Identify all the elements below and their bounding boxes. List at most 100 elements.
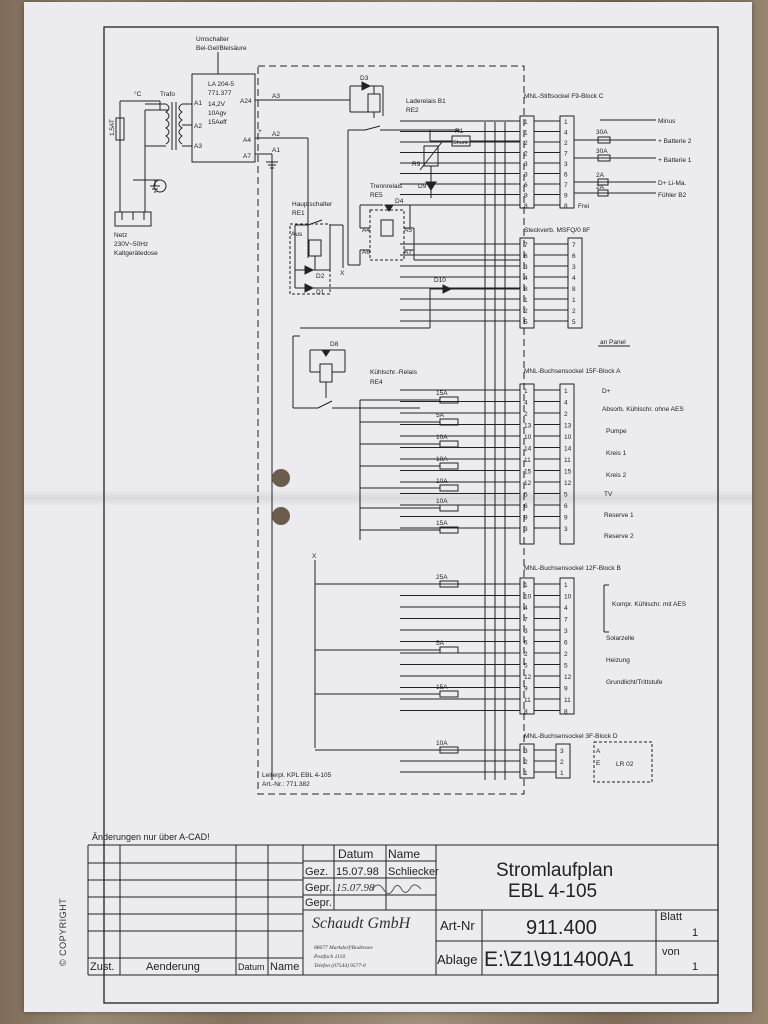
block_b-pin-left-4: 3 — [524, 628, 528, 635]
block-b-fuse-0-label: 25A — [436, 574, 448, 581]
x-marker: X — [340, 270, 345, 277]
trennrelais-coil — [380, 219, 394, 237]
block-b-fuse-1-label: 5A — [436, 640, 445, 647]
col-datum: Datum — [338, 847, 373, 861]
block_bf-pin-left-1: 6 — [524, 253, 528, 260]
deg-c-label: °C — [134, 90, 142, 98]
block_a-pin-left-1: 4 — [524, 400, 528, 407]
block-b-x: X — [312, 553, 317, 560]
art-nr-label: Art-Nr — [440, 918, 475, 933]
block_b-pin-left-6: 2 — [524, 651, 528, 658]
block_c-pin-right-1: 4 — [564, 130, 568, 137]
block-a-fuse-0 — [439, 396, 459, 404]
art-nr-value: 911.400 — [526, 917, 597, 939]
block_a-pin-left-4: 10 — [524, 434, 532, 441]
block_a-pin-right-5: 14 — [564, 446, 572, 453]
block_b-pin-right-0: 1 — [564, 582, 568, 589]
block_c-pin-left-6: 6 — [524, 182, 528, 189]
block_bf-pin-right-3: 4 — [572, 275, 576, 282]
block_b-pin-left-7: 5 — [524, 663, 528, 670]
netz-volt-label: 230V~50Hz — [114, 241, 148, 248]
block_a-pin-left-2: 2 — [524, 411, 528, 418]
block_d-pin-right-0: 3 — [560, 748, 564, 755]
title-block-grid — [87, 844, 718, 976]
block-a-label-6: Reserve 1 — [604, 512, 634, 519]
block-a-label-4: Kreis 2 — [606, 472, 627, 479]
block_b-pin-right-2: 4 — [564, 605, 568, 612]
block_a-pin-left-6: 11 — [524, 457, 531, 464]
company-name: Schaudt GmbH — [312, 915, 412, 932]
block_c-pin-left-5: 3 — [524, 172, 528, 179]
block_b-pin-left-0: 1 — [524, 582, 528, 589]
block-a-fuse-4-label: 10A — [436, 478, 448, 485]
block-c-fuse-4: 2A — [596, 184, 605, 191]
block_c-pin-right-3: 7 — [564, 151, 568, 158]
block-a-label-1: Absorb. Kühlschr. ohne AES — [602, 406, 684, 413]
block_a-pin-right-11: 9 — [564, 515, 568, 522]
block-c-label-0: Minus — [658, 118, 676, 125]
board-a3: A3 — [272, 93, 280, 100]
block-a-fuse-6-label: 15A — [436, 520, 448, 527]
block_bf-pin-left-4: 8 — [524, 286, 528, 293]
zust-label: Zust. — [90, 961, 114, 973]
gez-label: Gez. — [305, 866, 328, 878]
trennrelais-label: Trennrelais — [370, 183, 403, 190]
block-b-label-0: Kompr. Kühlschr. mit AES — [612, 601, 687, 608]
block_bf-pin-right-6: 2 — [572, 308, 576, 315]
block-a-fuse-5 — [439, 504, 459, 512]
block_a-pin-right-6: 11 — [564, 457, 571, 464]
von-label: von — [662, 946, 680, 958]
la-current-1: 10Agv — [208, 110, 227, 117]
gez-name: Schliecker — [388, 866, 439, 878]
block_c-pin-left-8: 8 — [524, 203, 528, 210]
block_c-pin-left-3: 2 — [524, 151, 528, 158]
block_a-pin-left-8: 12 — [524, 480, 532, 487]
block-c-label-3: D+ Li-Ma. — [658, 180, 687, 187]
block-c-fuse-1: 30A — [596, 129, 608, 136]
gepr-label: Gepr. — [305, 882, 332, 894]
block_b-pin-right-4: 3 — [564, 628, 568, 635]
block_a-pin-right-12: 3 — [564, 526, 568, 533]
kuehl-relais-coil — [319, 363, 333, 383]
block-d-fuse-label: 10A — [436, 740, 448, 747]
name-label: Name — [270, 961, 299, 973]
d8-label: D8 — [330, 341, 339, 348]
laderelais-coil — [367, 93, 381, 113]
fuse-layer — [315, 396, 459, 754]
block_b-pin-right-1: 10 — [564, 594, 572, 601]
block-c-label-4: Fühler B2 — [658, 192, 687, 199]
block-a-label-7: Reserve 2 — [604, 533, 634, 540]
block-a-fuse-3-label: 10A — [436, 456, 448, 463]
block_bf-pin-right-1: 6 — [572, 253, 576, 260]
lr02-box — [593, 741, 653, 783]
hauptschalter-label: Hauptschalter — [292, 201, 333, 208]
block-b-label-3: Grundlicht/Trittstufe — [606, 679, 663, 686]
kuehl-relais-id: RE4 — [370, 379, 383, 386]
block-a-label-0: D+ — [602, 388, 611, 395]
la-voltage: 14,2V — [208, 101, 226, 108]
la-model: LA 204-5 — [208, 81, 234, 88]
trenn-a6: A6 — [362, 249, 370, 256]
block_a-pin-right-1: 4 — [564, 400, 568, 407]
block_b-pin-left-1: 10 — [524, 594, 532, 601]
block_c-pin-left-7: 9 — [524, 193, 528, 200]
block_bf-pin-right-2: 3 — [572, 264, 576, 271]
company-address-2: Postfach 1150 — [313, 953, 345, 960]
block_d-pin-right-1: 2 — [560, 759, 564, 766]
ablage-label: Ablage — [437, 952, 477, 967]
block_d-pin-left-1: 2 — [524, 759, 528, 766]
bei-gel-label: Bei-Gel/Bleisäure — [196, 45, 247, 52]
block_c-pin-left-1: 1 — [524, 130, 528, 137]
block_c-pin-right-7: 9 — [564, 193, 568, 200]
r1-label: R1 — [455, 128, 464, 135]
la-number: 771.377 — [208, 90, 232, 97]
block_bf-pin-left-5: 1 — [524, 297, 528, 304]
block_b-pin-right-5: 6 — [564, 640, 568, 647]
block_a-pin-left-12: 3 — [524, 526, 528, 533]
block_b-pin-left-11: 8 — [524, 709, 528, 716]
netz-label: Netz — [114, 232, 127, 239]
aenderung-label: Aenderung — [146, 961, 200, 973]
d10-label: D10 — [434, 277, 446, 284]
block_c-pin-right-5: 6 — [564, 172, 568, 179]
block-b-fuse-1 — [439, 646, 459, 654]
